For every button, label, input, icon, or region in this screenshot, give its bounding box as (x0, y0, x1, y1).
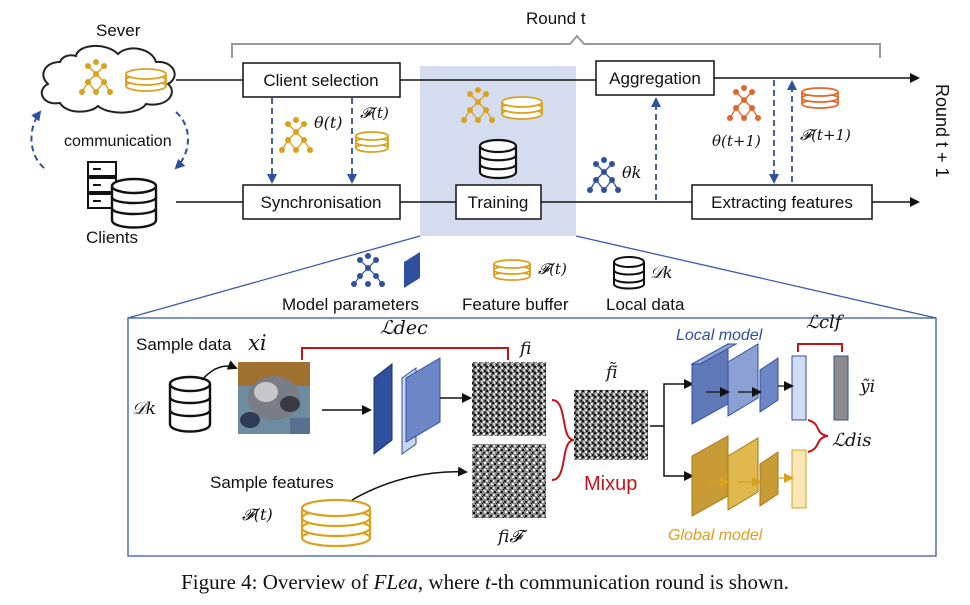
theta-t1-label: θ(t+1) (712, 132, 761, 150)
extracting-features-label: Extracting features (711, 193, 853, 212)
detail-panel (127, 317, 937, 557)
server-label: Sever (96, 21, 141, 40)
sample-features-arrow (351, 466, 468, 501)
legend-buffer-icon (493, 259, 531, 281)
synchronisation-label: Synchronisation (261, 193, 382, 212)
caption-name: FLea (373, 570, 418, 594)
training-buffer-icon (501, 96, 543, 120)
sample-F-t-label: 𝓕(t) (242, 505, 273, 524)
aggregation-label: Aggregation (609, 69, 701, 88)
sample-image (238, 362, 310, 434)
L-dis-bracket (807, 419, 829, 453)
sample-buffer-icon (300, 498, 372, 548)
f-i-F-label: fi𝓕 (496, 527, 528, 547)
extracting-features-box: Extracting features (691, 184, 873, 220)
figure-caption: Figure 4: Overview of FLea, where t-th c… (0, 570, 970, 595)
training-box: Training (455, 184, 542, 220)
L-clf-bracket (797, 343, 843, 352)
x-i-label: xi (248, 331, 267, 355)
mixed-feature-map (574, 390, 648, 460)
legend-local-data: Local data (606, 295, 685, 314)
L-dec-bracket (301, 347, 509, 360)
f-i-label: fi (518, 339, 531, 359)
legend-model-parameters: Model parameters (282, 295, 419, 314)
communication-loop (30, 110, 189, 170)
training-database-icon (478, 138, 518, 180)
server-cloud-icon (40, 45, 176, 114)
y-tilde-i-label: ỹi (859, 377, 875, 397)
L-clf-label: ℒclf (806, 312, 845, 333)
global-model (691, 435, 807, 517)
local-model (690, 343, 849, 425)
to-global-arrow (663, 426, 694, 481)
legend-F-t: 𝓕(t) (538, 260, 567, 278)
F-t-label: 𝓕(t) (360, 104, 389, 122)
clients-icon (87, 161, 158, 229)
theta-k-label: θk (622, 163, 641, 182)
sample-features-label: Sample features (210, 473, 334, 492)
client-selection-label: Client selection (263, 71, 378, 90)
mixup-label: Mixup (584, 473, 637, 495)
round-brace (231, 34, 881, 58)
caption-middle: , where (417, 570, 485, 594)
local-model-label: Local model (676, 327, 763, 344)
sample-data-label: Sample data (136, 335, 232, 354)
legend-data-icon (613, 256, 645, 290)
local-model-icon (587, 157, 621, 193)
D-k-label: 𝒟k (132, 399, 156, 419)
round-label: Round t (526, 9, 586, 28)
f-tilde-i-label: f̃i (604, 362, 618, 383)
zoom-lines (127, 235, 937, 319)
caption-t: t (484, 570, 491, 594)
encoder-layer-1 (373, 362, 393, 456)
F-t1-label: 𝓕(t+1) (800, 126, 851, 144)
legend-model-icon (351, 252, 420, 288)
legend-feature-buffer: Feature buffer (462, 295, 569, 314)
caption-prefix: Figure 4: Overview of (181, 570, 374, 594)
training-model-icon (461, 87, 495, 123)
training-label: Training (468, 193, 529, 212)
aggregation-box: Aggregation (595, 60, 715, 96)
communication-label: communication (64, 133, 172, 150)
synchronisation-box: Synchronisation (242, 184, 401, 220)
next-round-label: Round t + 1 (932, 84, 952, 178)
mixup-brace (551, 399, 575, 481)
theta-t-label: θ(t) (314, 113, 343, 132)
sample-database-icon (168, 375, 212, 433)
encoder-layer-2 (405, 357, 441, 443)
client-selection-box: Client selection (242, 62, 401, 98)
global-model-icon (279, 117, 313, 153)
next-model-icon (727, 85, 761, 121)
sample-arrow (201, 360, 238, 381)
clients-label: Clients (86, 228, 138, 247)
L-dec-label: ℒdec (380, 317, 428, 339)
global-model-label: Global model (668, 527, 763, 544)
L-dis-label: ℒdis (832, 430, 871, 451)
caption-suffix: -th communication round is shown. (490, 570, 789, 594)
feature-map-fiF (472, 444, 546, 518)
legend-D-k: 𝒟k (650, 263, 672, 282)
feature-buffer-icon (355, 131, 389, 153)
to-local-arrow (650, 379, 694, 427)
feature-map-fi (472, 362, 546, 436)
next-buffer-icon (801, 87, 839, 109)
